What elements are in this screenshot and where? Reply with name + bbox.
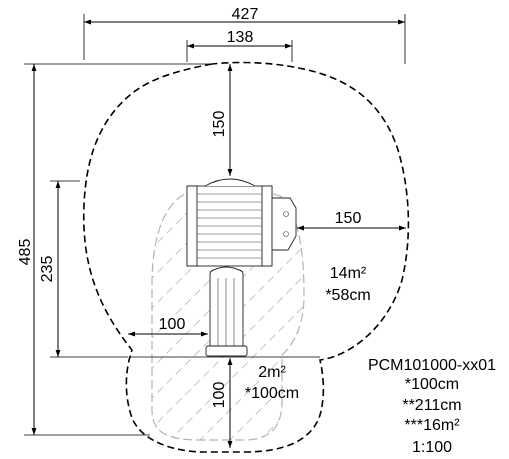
platform — [186, 178, 273, 267]
dimension-platform-width-label: 138 — [227, 29, 254, 46]
info-line-3: ***16m² — [404, 417, 460, 434]
impact-area-outline — [151, 187, 305, 441]
dimension-top-clearance-label: 150 — [211, 111, 228, 138]
info-line-1: *100cm — [405, 376, 459, 393]
dimension-left-clearance-label: 100 — [159, 316, 186, 333]
info-block: PCM101000-xx01 *100cm **211cm ***16m² 1:… — [368, 357, 496, 456]
slide-zone-area-label: 2m² — [258, 364, 286, 381]
dimension-bottom-clearance: 100 — [211, 358, 233, 448]
side-panel — [271, 197, 297, 251]
dimension-side-clearance: 150 — [297, 210, 406, 231]
slide-chute — [205, 266, 248, 357]
dimension-left-clearance: 100 — [128, 316, 208, 337]
dimension-bottom-clearance-label: 100 — [211, 382, 228, 409]
slide-zone-depth-label: *100cm — [245, 385, 299, 402]
dimension-side-clearance-label: 150 — [335, 210, 362, 227]
dimension-top-clearance: 150 — [211, 64, 233, 176]
dimension-structure-height: 235 — [39, 180, 128, 358]
dimension-overall-width-label: 427 — [232, 6, 259, 23]
info-line-2: **211cm — [402, 397, 461, 414]
product-code: PCM101000-xx01 — [368, 357, 496, 374]
drawing-scale: 1:100 — [412, 439, 452, 456]
dimension-platform-width: 138 — [186, 29, 293, 62]
side-panel-knob-2 — [283, 231, 289, 237]
dimension-overall-height: 485 — [17, 63, 210, 436]
dimension-overall-width: 427 — [83, 6, 406, 64]
main-zone-depth-label: *58cm — [325, 287, 370, 304]
dimension-structure-height-label: 235 — [39, 256, 56, 283]
side-panel-knob — [283, 211, 289, 217]
dimension-overall-height-label: 485 — [17, 239, 34, 266]
safety-zone-boundary — [82, 61, 410, 453]
main-zone-area-label: 14m² — [330, 265, 367, 282]
